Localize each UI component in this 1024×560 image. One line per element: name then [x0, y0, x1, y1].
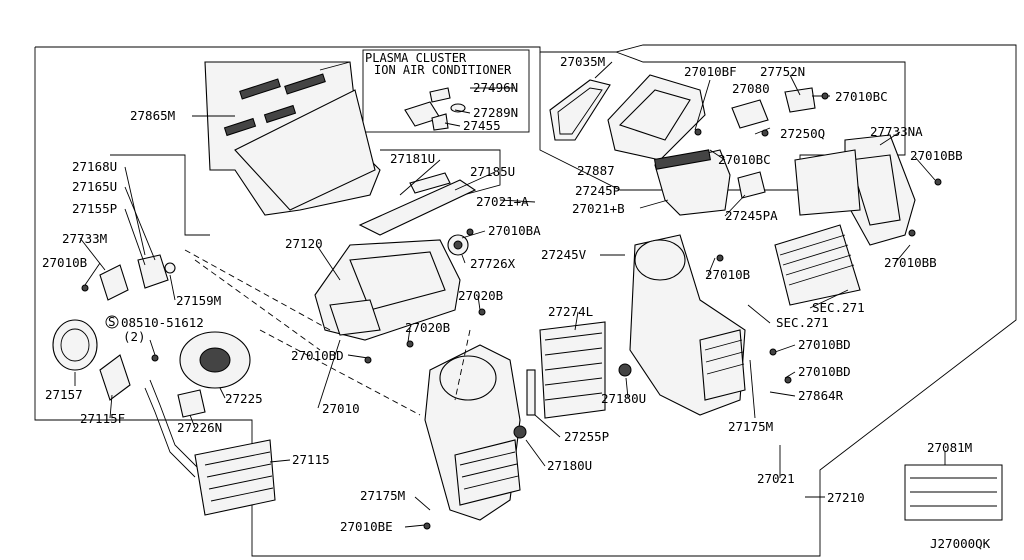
resistor-27226N — [177, 389, 206, 418]
label-27165U: 27165U — [72, 179, 117, 194]
label-27726X: 27726X — [470, 256, 516, 271]
door-links-27181U — [358, 172, 477, 236]
lower-case-27210 — [424, 344, 521, 521]
label-27175M-a: 27175M — [728, 419, 773, 434]
label-plasma-cluster: PLASMA CLUSTER — [365, 51, 467, 65]
actuator-27155P — [137, 254, 176, 289]
label-27010BD-a: 27010BD — [798, 337, 851, 352]
seal-27115F — [99, 354, 131, 401]
label-27181U: 27181U — [390, 151, 435, 166]
grommet-27180U-a — [618, 363, 632, 377]
label-08510-51612: 08510-51612 — [121, 315, 204, 330]
label-27010BC-a: 27010BC — [835, 89, 888, 104]
seal-frame-27035M — [549, 79, 611, 141]
dash-line-2 — [194, 259, 321, 351]
label-27245PA: 27245PA — [725, 208, 778, 223]
filter-door-frame — [380, 149, 501, 201]
label-sec271-b: SEC.271 — [776, 315, 829, 330]
label-27455: 27455 — [463, 118, 501, 133]
upper-right-group-frame — [539, 51, 906, 191]
plasma-ion-generator — [404, 87, 466, 131]
label-27010BC-b: 27010BC — [718, 152, 771, 167]
label-27081M: 27081M — [927, 440, 972, 455]
label-27250Q: 27250Q — [780, 126, 825, 141]
bolt-symbol-08510 — [105, 315, 119, 329]
label-27020B-a: 27020B — [458, 288, 503, 303]
intake-housing-27887 — [607, 74, 706, 161]
label-27010B-a: 27010B — [42, 255, 87, 270]
label-27733NA: 27733NA — [870, 124, 923, 139]
label-27175M-b: 27175M — [360, 488, 405, 503]
bolt-symbol-letter: S — [108, 314, 116, 329]
label-27185U: 27185U — [470, 164, 515, 179]
label-27035M: 27035M — [560, 54, 605, 69]
blower-motor-27225 — [179, 331, 251, 389]
plasma-cluster-box — [362, 49, 530, 133]
label-ion-air-conditioner: ION AIR CONDITIONER — [374, 63, 512, 77]
label-27010BF: 27010BF — [684, 64, 737, 79]
label-27159M: 27159M — [176, 293, 221, 308]
heater-case-27120 — [314, 239, 461, 341]
case-27021 — [629, 234, 746, 416]
label-27010BD-c: 27010BD — [798, 364, 851, 379]
leader-lines — [74, 61, 946, 528]
label-27010: 27010 — [322, 401, 360, 416]
label-27245P: 27245P — [575, 183, 620, 198]
label-27021: 27021 — [757, 471, 795, 486]
screw-markers — [81, 92, 942, 530]
left-group-frame — [110, 154, 210, 236]
bracket-27733M — [99, 264, 129, 301]
label-27157: 27157 — [45, 387, 83, 402]
label-27245V: 27245V — [541, 247, 587, 262]
label-08510-qty: (2) — [123, 329, 146, 344]
grommet-27180U-b — [513, 425, 527, 439]
label-27274L: 27274L — [548, 304, 593, 319]
actuator-27726X — [447, 234, 469, 256]
label-27155P: 27155P — [72, 201, 117, 216]
label-27020B-b: 27020B — [405, 320, 450, 335]
label-27733M: 27733M — [62, 231, 107, 246]
air-filter-27274L — [539, 321, 606, 419]
heater-core-27115 — [144, 379, 276, 516]
evaporator-sec271 — [774, 149, 861, 306]
dash-line-3 — [259, 329, 421, 416]
label-27021A: 27021+A — [476, 194, 529, 209]
label-27496N: 27496N — [473, 80, 518, 95]
label-27225: 27225 — [225, 391, 263, 406]
label-27887: 27887 — [577, 163, 615, 178]
mode-actuator-27080 — [731, 87, 816, 199]
label-27865M: 27865M — [130, 108, 175, 123]
label-27210: 27210 — [827, 490, 865, 505]
label-27010BE: 27010BE — [340, 519, 393, 534]
label-27120: 27120 — [285, 236, 323, 251]
label-27180U-b: 27180U — [547, 458, 592, 473]
label-27752N: 27752N — [760, 64, 805, 79]
label-27168U: 27168U — [72, 159, 117, 174]
label-27010BB-b: 27010BB — [884, 255, 937, 270]
label-27010B-b: 27010B — [705, 267, 750, 282]
blower-fan-27157 — [52, 319, 98, 371]
blower-case-27021B — [653, 149, 731, 216]
label-27255P: 27255P — [564, 429, 609, 444]
diagram-code: J27000QK — [930, 536, 991, 551]
label-27010BD-b: 27010BD — [291, 348, 344, 363]
label-27021B: 27021+B — [572, 201, 625, 216]
label-27226N: 27226N — [177, 420, 222, 435]
label-27289N: 27289N — [473, 105, 518, 120]
label-27010BA: 27010BA — [488, 223, 541, 238]
label-sec271-a: SEC.271 — [812, 300, 865, 315]
label-27010BB-a: 27010BB — [910, 148, 963, 163]
upper-duct-27865M — [204, 61, 381, 216]
seal-27255P — [526, 369, 536, 416]
label-27115F: 27115F — [80, 411, 125, 426]
label-27115: 27115 — [292, 452, 330, 467]
dash-line-4 — [454, 329, 471, 401]
label-27080: 27080 — [732, 81, 770, 96]
label-27864R: 27864R — [798, 388, 844, 403]
label-27180U-a: 27180U — [601, 391, 646, 406]
label-sticker-27081M — [904, 464, 1003, 521]
dash-line-1 — [184, 249, 331, 331]
